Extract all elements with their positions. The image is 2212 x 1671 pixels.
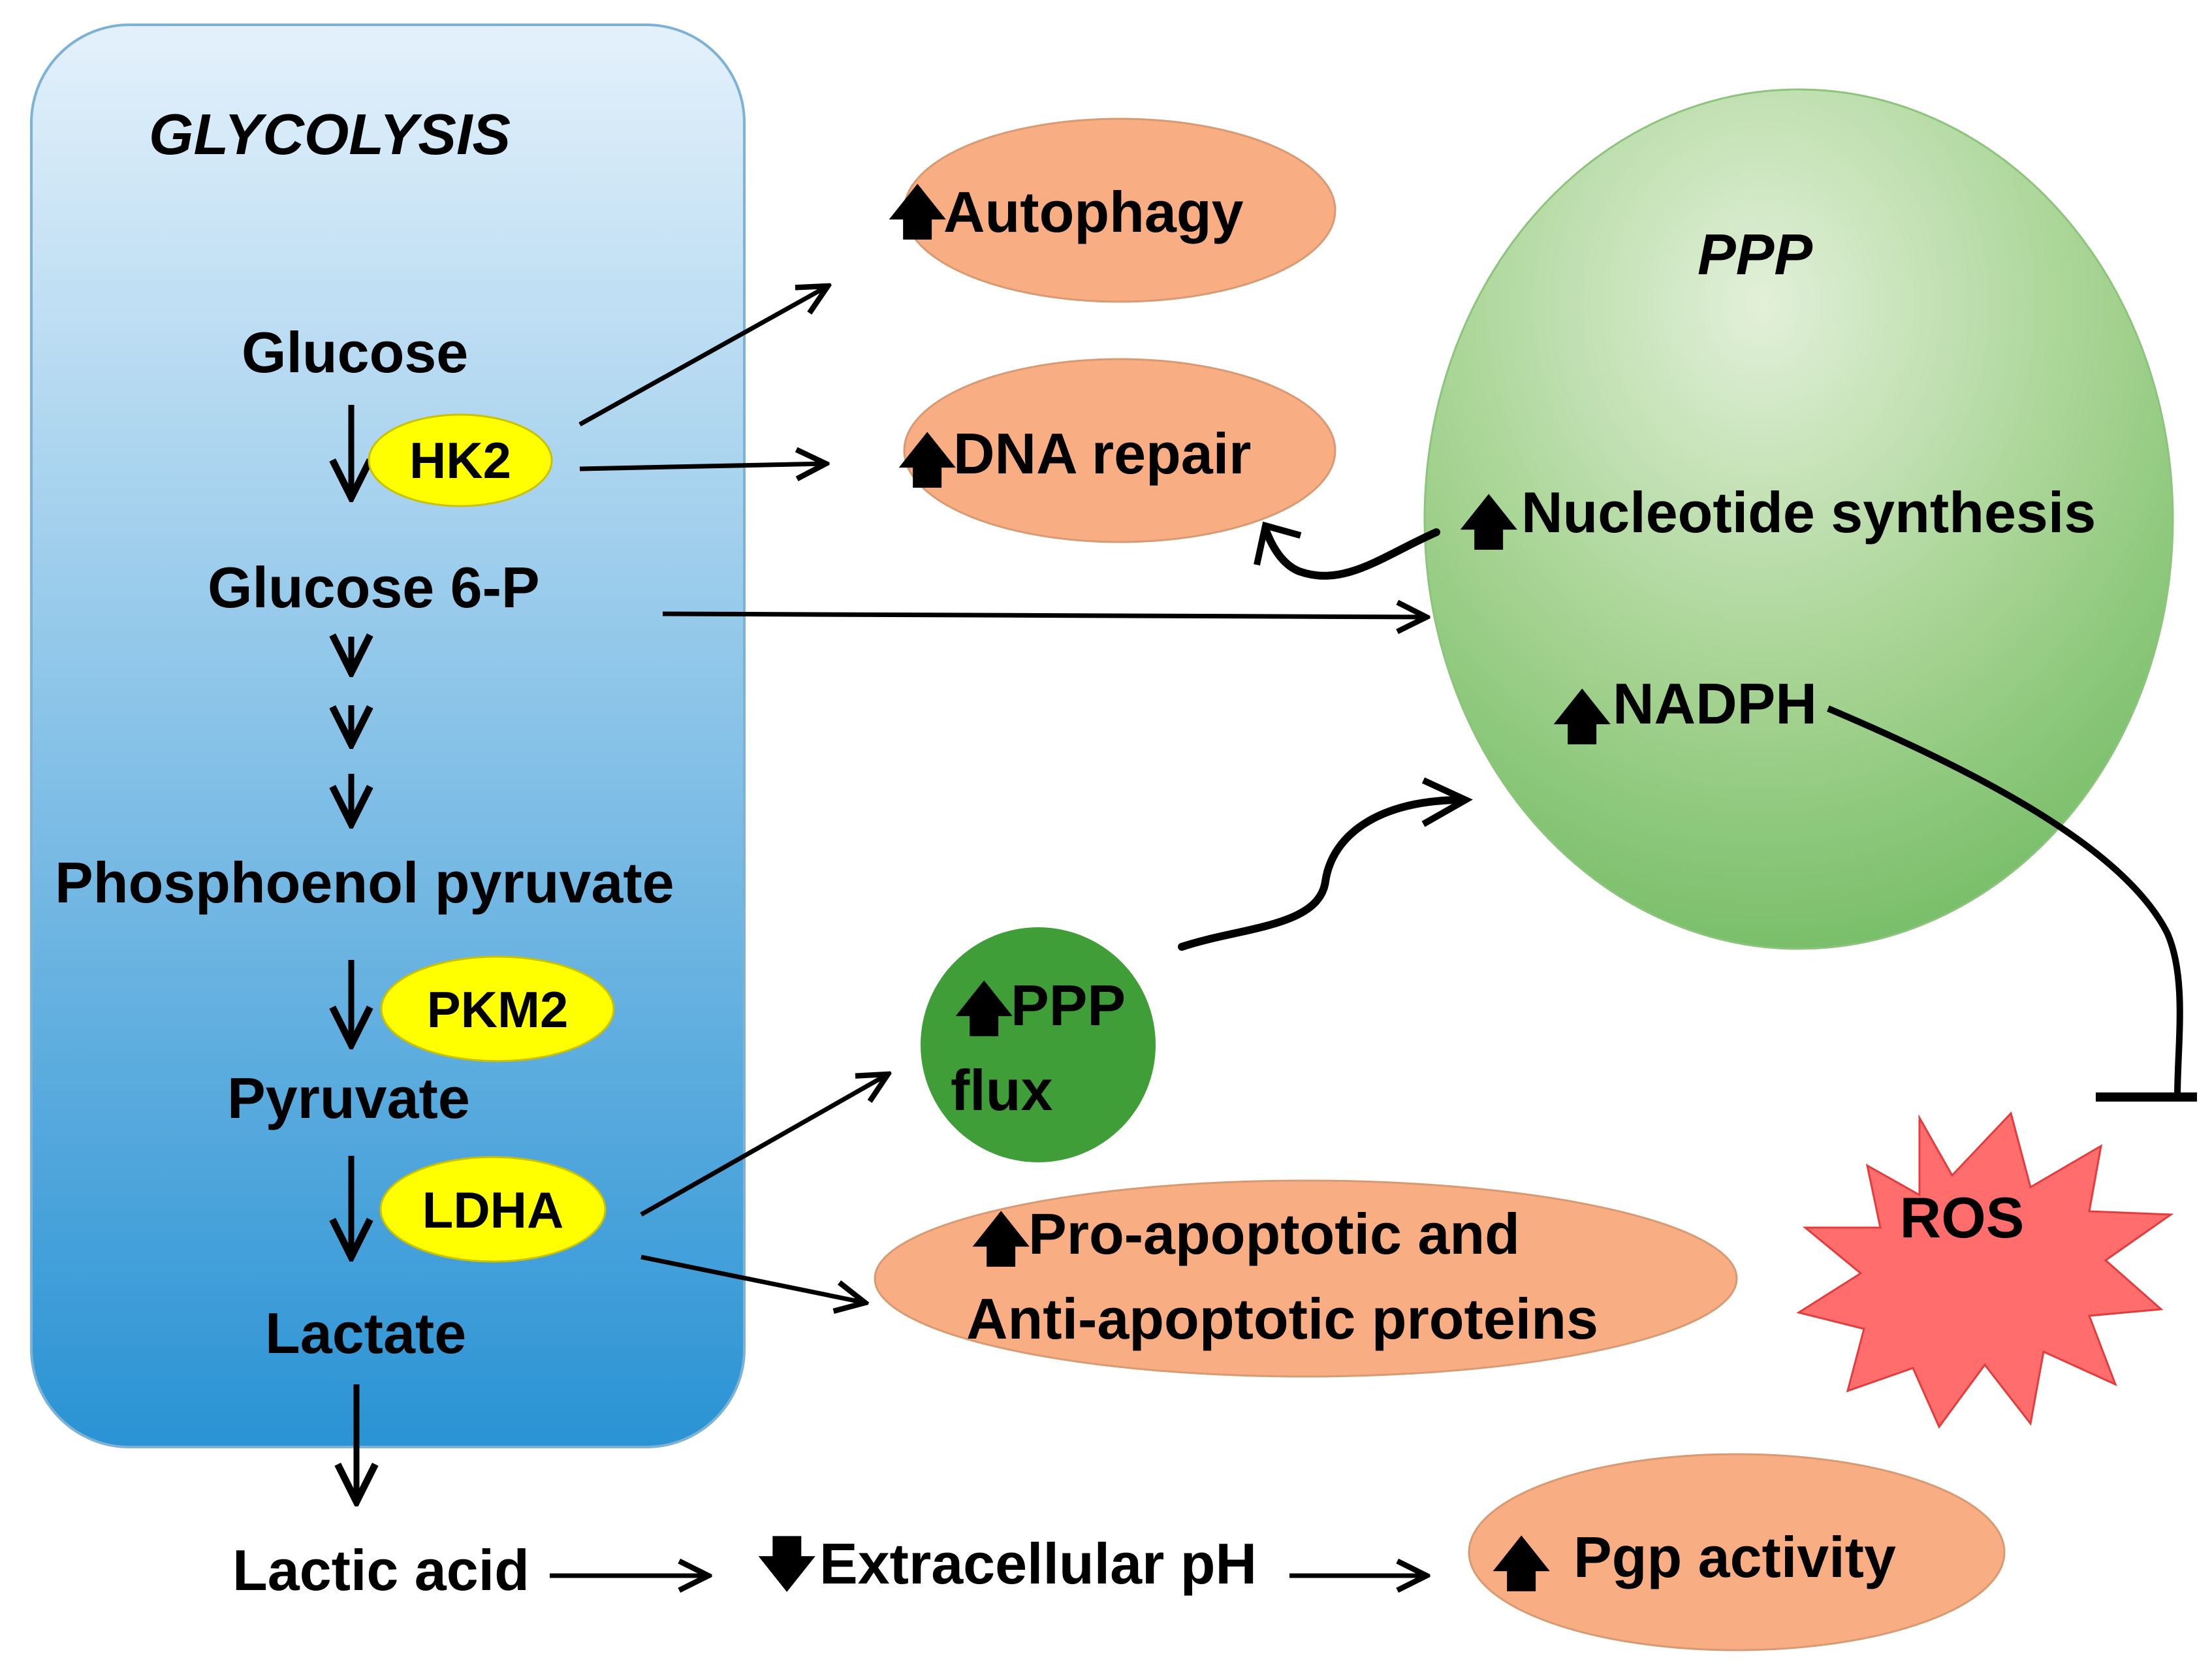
outcome-apoptotic-line2: Anti-apoptotic proteins <box>966 1286 1598 1351</box>
outcome-pgp-activity: 🡅 Pgp activity <box>1468 1453 2006 1651</box>
outcome-dna-repair: 🡅 DNA repair <box>898 358 1336 543</box>
ppp-node: PPP 🡅 Nucleotide synthesis 🡅 NADPH <box>1423 88 2174 950</box>
step-pyruvate: Pyruvate <box>227 1066 470 1130</box>
outcome-dna-repair-label: DNA repair <box>953 421 1251 486</box>
enzyme-pkm2-label: PKM2 <box>427 981 569 1038</box>
up-arrow-icon: 🡅 <box>898 428 956 492</box>
ros-label: ROS <box>1900 1185 2025 1250</box>
step-glucose: Glucose <box>242 320 468 385</box>
inhibit-nadph-ros <box>1827 705 2183 1098</box>
enzyme-pkm2: PKM2 <box>380 955 615 1062</box>
outcome-apoptotic-line1: Pro-apoptotic and <box>1028 1202 1520 1266</box>
glycolysis-arrows <box>351 405 356 1502</box>
arrow-ldha-ppp-flux <box>640 1074 888 1217</box>
ppp-nucleotide-label: Nucleotide synthesis <box>1521 480 2096 545</box>
outcome-autophagy-label: Autophagy <box>943 180 1244 244</box>
step-phosphoenol-pyruvate: Phosphoenol pyruvate <box>55 850 674 915</box>
glycolysis-panel <box>30 24 746 1448</box>
enzyme-hk2: HK2 <box>368 413 553 507</box>
up-arrow-icon: 🡅 <box>972 1207 1030 1271</box>
arrow-ldha-apoptotic <box>640 1254 865 1303</box>
up-arrow-icon: 🡅 <box>1553 684 1611 749</box>
enzyme-hk2-label: HK2 <box>409 432 511 489</box>
outcome-pgp-label: Pgp activity <box>1573 1525 1896 1589</box>
ppp-flux-line1: PPP <box>1011 973 1126 1038</box>
up-arrow-icon: 🡅 <box>1459 490 1518 554</box>
bottom-extracellular-ph: Extracellular pH <box>819 1531 1257 1596</box>
curve-nucleotide-dna-repair <box>1263 528 1440 580</box>
arrow-hk2-autophagy <box>578 286 828 427</box>
ppp-nadph-label: NADPH <box>1613 671 1817 736</box>
up-arrow-icon: 🡅 <box>1492 1531 1551 1596</box>
outcome-apoptotic-proteins: 🡅 Pro-apoptotic and Anti-apoptotic prote… <box>874 1179 1738 1378</box>
curve-pppflux-ppp-head <box>1421 777 1473 827</box>
outcome-autophagy: 🡅 Autophagy <box>888 118 1336 303</box>
up-arrow-icon: 🡅 <box>888 180 947 244</box>
down-arrow-icon: 🡇 <box>757 1531 816 1596</box>
glycolysis-title: GLYCOLYSIS <box>149 102 511 167</box>
bottom-lactic-acid: Lactic acid <box>232 1538 529 1602</box>
curve-nucleotide-dna-repair-head <box>1254 521 1302 566</box>
step-glucose-6p: Glucose 6-P <box>208 555 540 620</box>
curve-pppflux-ppp <box>1178 796 1466 951</box>
arrow-hk2-dna-repair <box>579 464 826 469</box>
enzyme-ldha-label: LDHA <box>422 1181 564 1239</box>
ppp-flux-node: 🡅 PPP flux <box>921 927 1156 1162</box>
ppp-flux-line2: flux <box>951 1058 1053 1122</box>
enzyme-ldha: LDHA <box>379 1156 607 1263</box>
ppp-title: PPP <box>1698 222 1812 287</box>
up-arrow-icon: 🡅 <box>955 976 1013 1041</box>
ros-burst: ROS <box>1796 1111 2174 1429</box>
arrow-g6p-ppp <box>662 614 1427 617</box>
connector-arrows <box>550 286 1427 1576</box>
step-lactate: Lactate <box>265 1301 466 1365</box>
